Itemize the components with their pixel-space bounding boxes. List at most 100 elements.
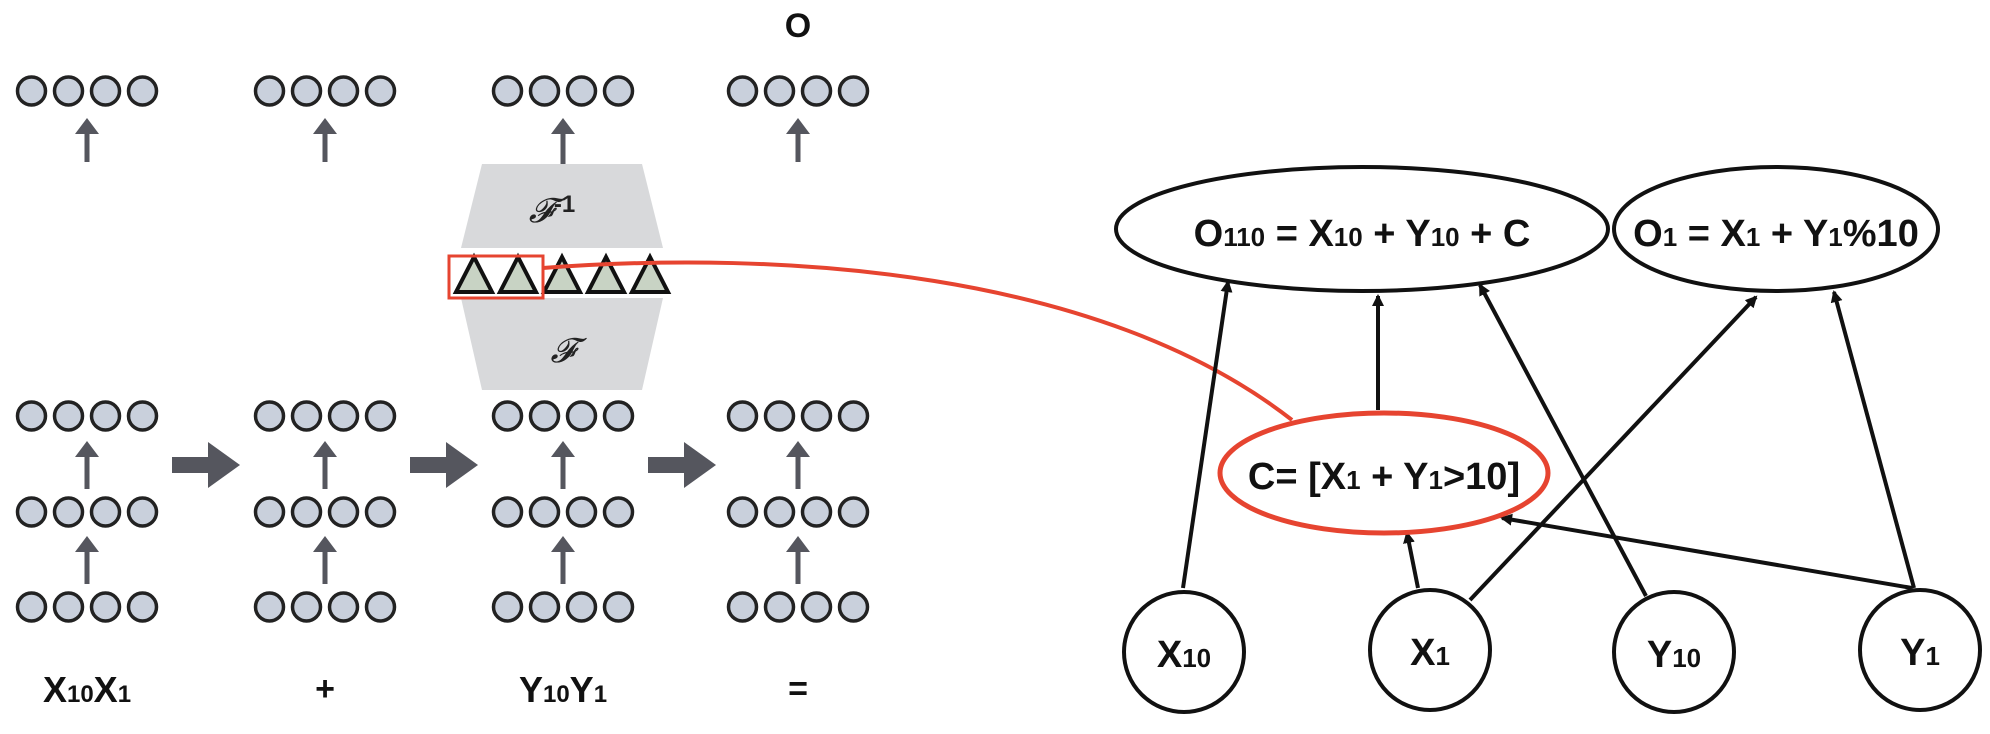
neuron-unit (763, 591, 796, 623)
representation-triangle (584, 252, 628, 294)
layer-arrowhead (75, 118, 99, 134)
neuron-unit (726, 400, 759, 432)
neuron-unit (89, 591, 122, 623)
neuron-unit (89, 400, 122, 432)
neuron-unit (15, 400, 48, 432)
neuron-unit (528, 400, 561, 432)
edge-x1-to-o1 (1468, 295, 1758, 602)
node-o1-label: O1 = X1 + Y1%10 (1633, 213, 1919, 255)
neuron-unit (528, 496, 561, 528)
neuron-unit (491, 496, 524, 528)
node-carry (1217, 410, 1551, 536)
neuron-unit (52, 591, 85, 623)
position-arrows (172, 442, 716, 488)
neuron-unit (763, 400, 796, 432)
neuron-unit (327, 400, 360, 432)
neuron-unit (837, 400, 870, 432)
edge-y10-to-o10 (1478, 283, 1648, 597)
intervention-panel-top (461, 164, 663, 248)
neuron-unit (253, 496, 286, 528)
node-o10 (1114, 165, 1610, 293)
neuron-unit (15, 496, 48, 528)
column-label-plus: + (315, 670, 335, 708)
neuron-unit (565, 591, 598, 623)
layer-arrowhead (313, 118, 337, 134)
neuron-unit (327, 591, 360, 623)
position-arrow-shaft (172, 457, 212, 473)
node-x1-label: X1 (1410, 632, 1450, 674)
neuron-unit (126, 496, 159, 528)
intervened-representation (452, 252, 672, 294)
layer-arrowhead (551, 536, 575, 552)
neuron-unit (491, 75, 524, 107)
neuron-unit (126, 400, 159, 432)
neuron-unit (528, 591, 561, 623)
node-x10 (1122, 590, 1246, 714)
node-y1-label: Y1 (1900, 632, 1940, 674)
intervention-panel-bottom (461, 298, 663, 390)
layer-arrowhead (786, 441, 810, 457)
neuron-unit (290, 496, 323, 528)
neuron-unit (763, 75, 796, 107)
neuron-layers (15, 75, 870, 623)
neuron-unit (89, 496, 122, 528)
neuron-unit (15, 591, 48, 623)
representation-triangle (452, 252, 496, 294)
neuron-unit (491, 591, 524, 623)
representation-triangle (628, 252, 672, 294)
transformer-layers-panel: O 𝓕-1 𝓕 X10X1 + Y10Y1 = (15, 7, 870, 710)
node-carry-label: C= [X1 + Y1>10] (1248, 456, 1520, 498)
neuron-unit (364, 75, 397, 107)
neuron-unit (52, 400, 85, 432)
position-arrowhead (208, 442, 240, 488)
column-label-equals: = (788, 670, 808, 708)
edge-y1-to-o1 (1830, 290, 1916, 589)
node-o1 (1612, 165, 1940, 293)
neuron-unit (364, 591, 397, 623)
neuron-unit (364, 496, 397, 528)
neuron-unit (290, 400, 323, 432)
neuron-unit (15, 75, 48, 107)
edge-x1-to-c (1403, 531, 1420, 589)
neuron-unit (491, 400, 524, 432)
neuron-unit (800, 75, 833, 107)
node-x1 (1368, 588, 1492, 712)
neuron-unit (602, 496, 635, 528)
column-label-y: Y10Y1 (519, 669, 607, 710)
layer-arrowhead (313, 441, 337, 457)
layer-arrows (75, 118, 810, 584)
layer-arrowhead (313, 536, 337, 552)
neuron-unit (602, 400, 635, 432)
neuron-unit (763, 496, 796, 528)
neuron-unit (726, 496, 759, 528)
node-y10-label: Y10 (1647, 634, 1701, 676)
layer-arrowhead (786, 118, 810, 134)
neuron-unit (253, 400, 286, 432)
neuron-unit (800, 591, 833, 623)
node-x10-label: X10 (1157, 634, 1211, 676)
position-arrow-shaft (648, 457, 688, 473)
neuron-unit (528, 75, 561, 107)
neuron-unit (837, 591, 870, 623)
highlight-connector (542, 260, 1294, 422)
neuron-unit (327, 496, 360, 528)
layer-arrowhead (75, 441, 99, 457)
neuron-unit (726, 591, 759, 623)
position-arrow-shaft (410, 457, 450, 473)
neuron-unit (602, 591, 635, 623)
neuron-unit (89, 75, 122, 107)
column-label-x: X10X1 (43, 669, 131, 710)
neuron-unit (565, 496, 598, 528)
layer-arrowhead (75, 536, 99, 552)
neuron-unit (253, 591, 286, 623)
neuron-unit (726, 75, 759, 107)
neuron-unit (290, 75, 323, 107)
neuron-unit (290, 591, 323, 623)
neuron-unit (602, 75, 635, 107)
node-o10-label: O110 = X10 + Y10 + C (1194, 213, 1531, 255)
neuron-unit (837, 496, 870, 528)
layer-arrowhead (551, 118, 575, 134)
neuron-unit (800, 496, 833, 528)
position-arrowhead (684, 442, 716, 488)
